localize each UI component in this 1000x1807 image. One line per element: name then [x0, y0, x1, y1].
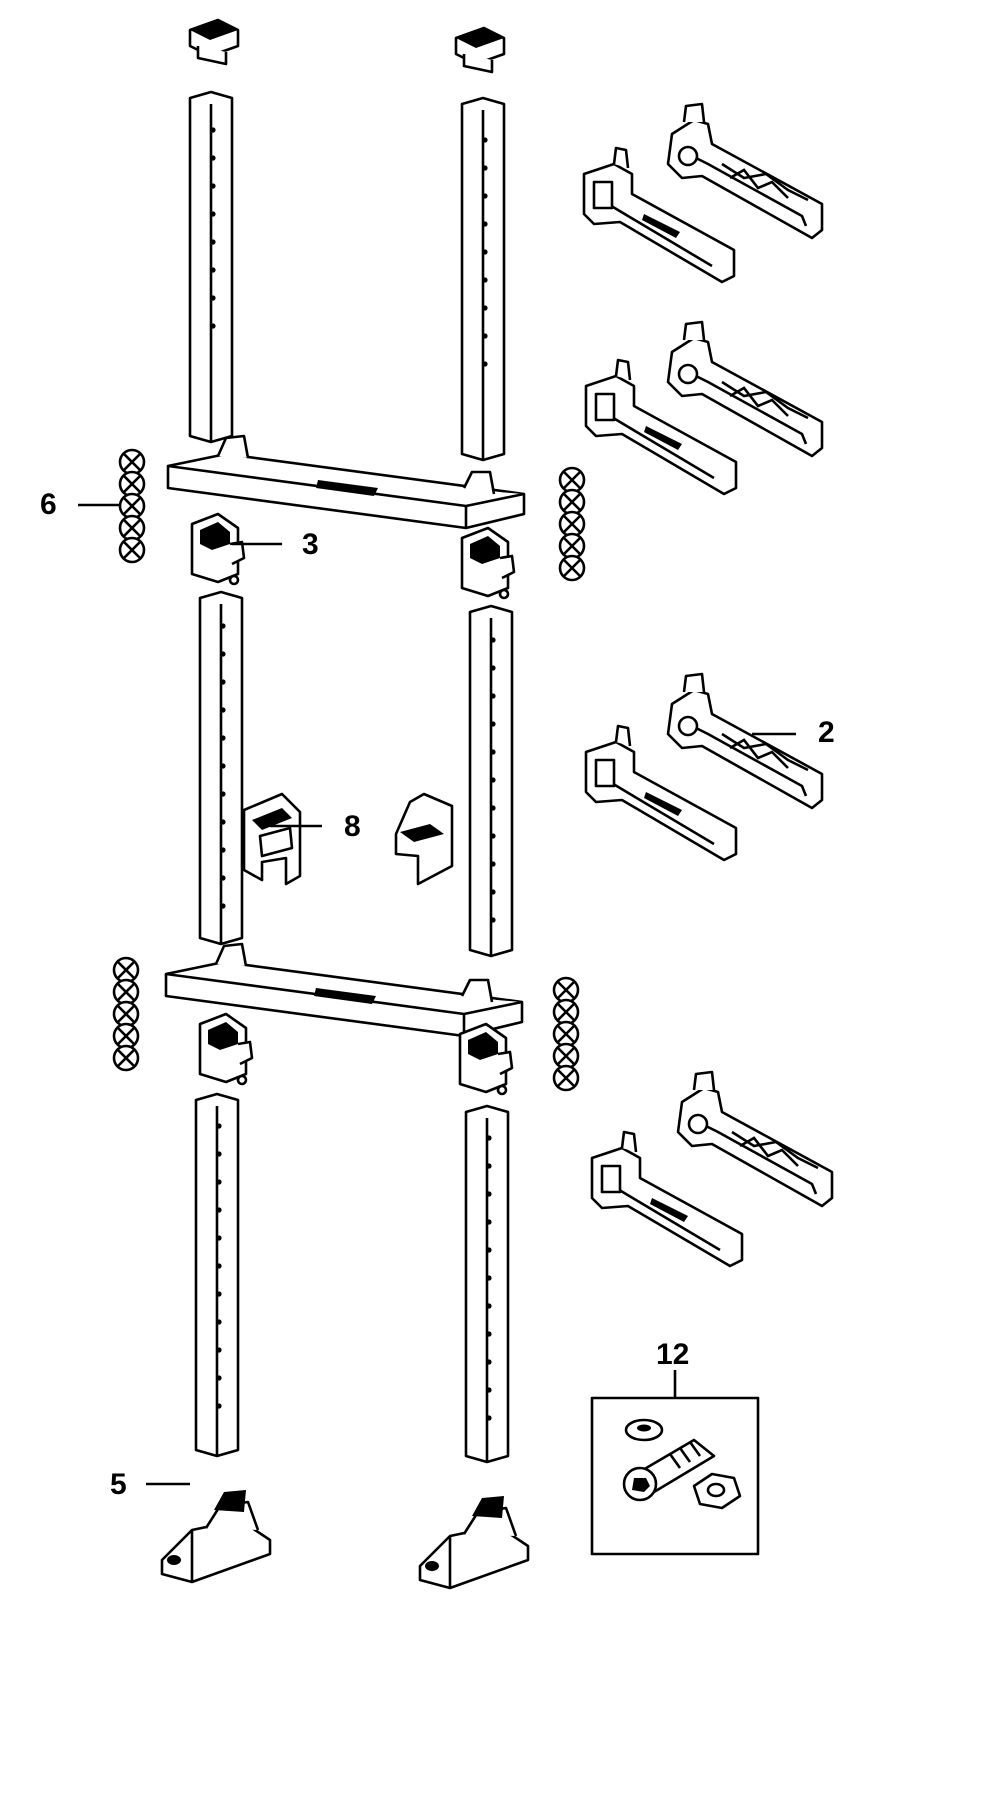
callout-12: 12	[656, 1338, 689, 1371]
callout-6: 6	[40, 488, 57, 521]
upright-post-bottom-left	[194, 1092, 240, 1458]
upright-post-middle-left	[198, 590, 244, 946]
upright-post-top-right	[460, 96, 506, 462]
upright-post-top-left	[188, 90, 234, 444]
base-foot-left	[160, 1488, 272, 1584]
callout-2: 2	[818, 716, 835, 749]
bracket-arm-1a	[666, 102, 824, 240]
mounting-bracket-left	[242, 792, 302, 886]
nut-icon	[692, 1472, 742, 1510]
slide-clip-upper-left	[190, 512, 246, 586]
link-column-upper-left	[118, 448, 146, 564]
washer-icon	[624, 1418, 664, 1442]
link-column-lower-right	[552, 976, 580, 1092]
callout-8: 8	[344, 810, 361, 843]
slide-clip-upper-right	[460, 526, 516, 600]
upright-post-middle-right	[468, 604, 514, 958]
callout-5: 5	[110, 1468, 127, 1501]
bracket-arm-4a	[676, 1070, 834, 1208]
bracket-arm-4b	[590, 1130, 744, 1268]
link-column-upper-right	[558, 466, 586, 582]
slide-clip-lower-left	[198, 1012, 254, 1086]
bolt-icon	[622, 1438, 716, 1502]
end-cap-left	[188, 18, 240, 66]
end-cap-right	[454, 26, 506, 74]
link-column-lower-left	[112, 956, 140, 1072]
hardware-kit-box	[590, 1370, 760, 1556]
mounting-bracket-right	[394, 792, 454, 886]
bracket-arm-3a	[666, 672, 824, 810]
callout-3: 3	[302, 528, 319, 561]
upright-post-bottom-right	[464, 1104, 510, 1464]
slide-clip-lower-right	[458, 1022, 514, 1096]
base-foot-right	[418, 1494, 530, 1590]
